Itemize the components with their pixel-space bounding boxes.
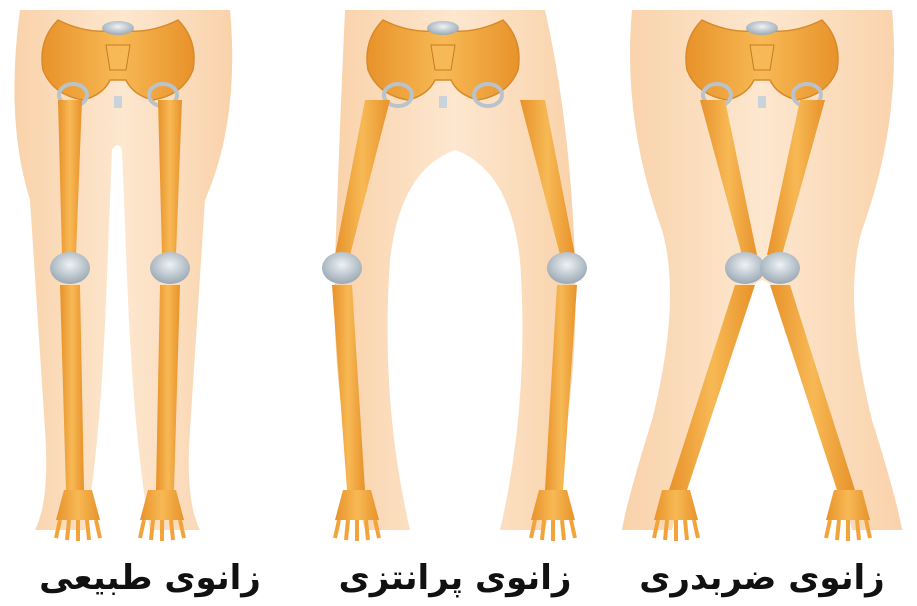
- right-knee-joint: [150, 252, 190, 284]
- normal-knee-illustration: [0, 0, 300, 560]
- left-knee-joint: [725, 252, 765, 284]
- normal-knee-caption: زانوی طبیعی: [0, 556, 300, 600]
- bowleg-caption: زانوی پرانتزی: [305, 556, 605, 600]
- bowleg-illustration: [305, 0, 605, 560]
- knockknee-illustration: [612, 0, 912, 560]
- knockknee-figure: [612, 0, 912, 560]
- right-knee-joint: [760, 252, 800, 284]
- right-knee-joint: [547, 252, 587, 284]
- normal-knee-figure: [0, 0, 300, 560]
- knockknee-caption: زانوی ضربدری: [612, 556, 912, 600]
- left-knee-joint: [322, 252, 362, 284]
- left-knee-joint: [50, 252, 90, 284]
- bowleg-figure: [305, 0, 605, 560]
